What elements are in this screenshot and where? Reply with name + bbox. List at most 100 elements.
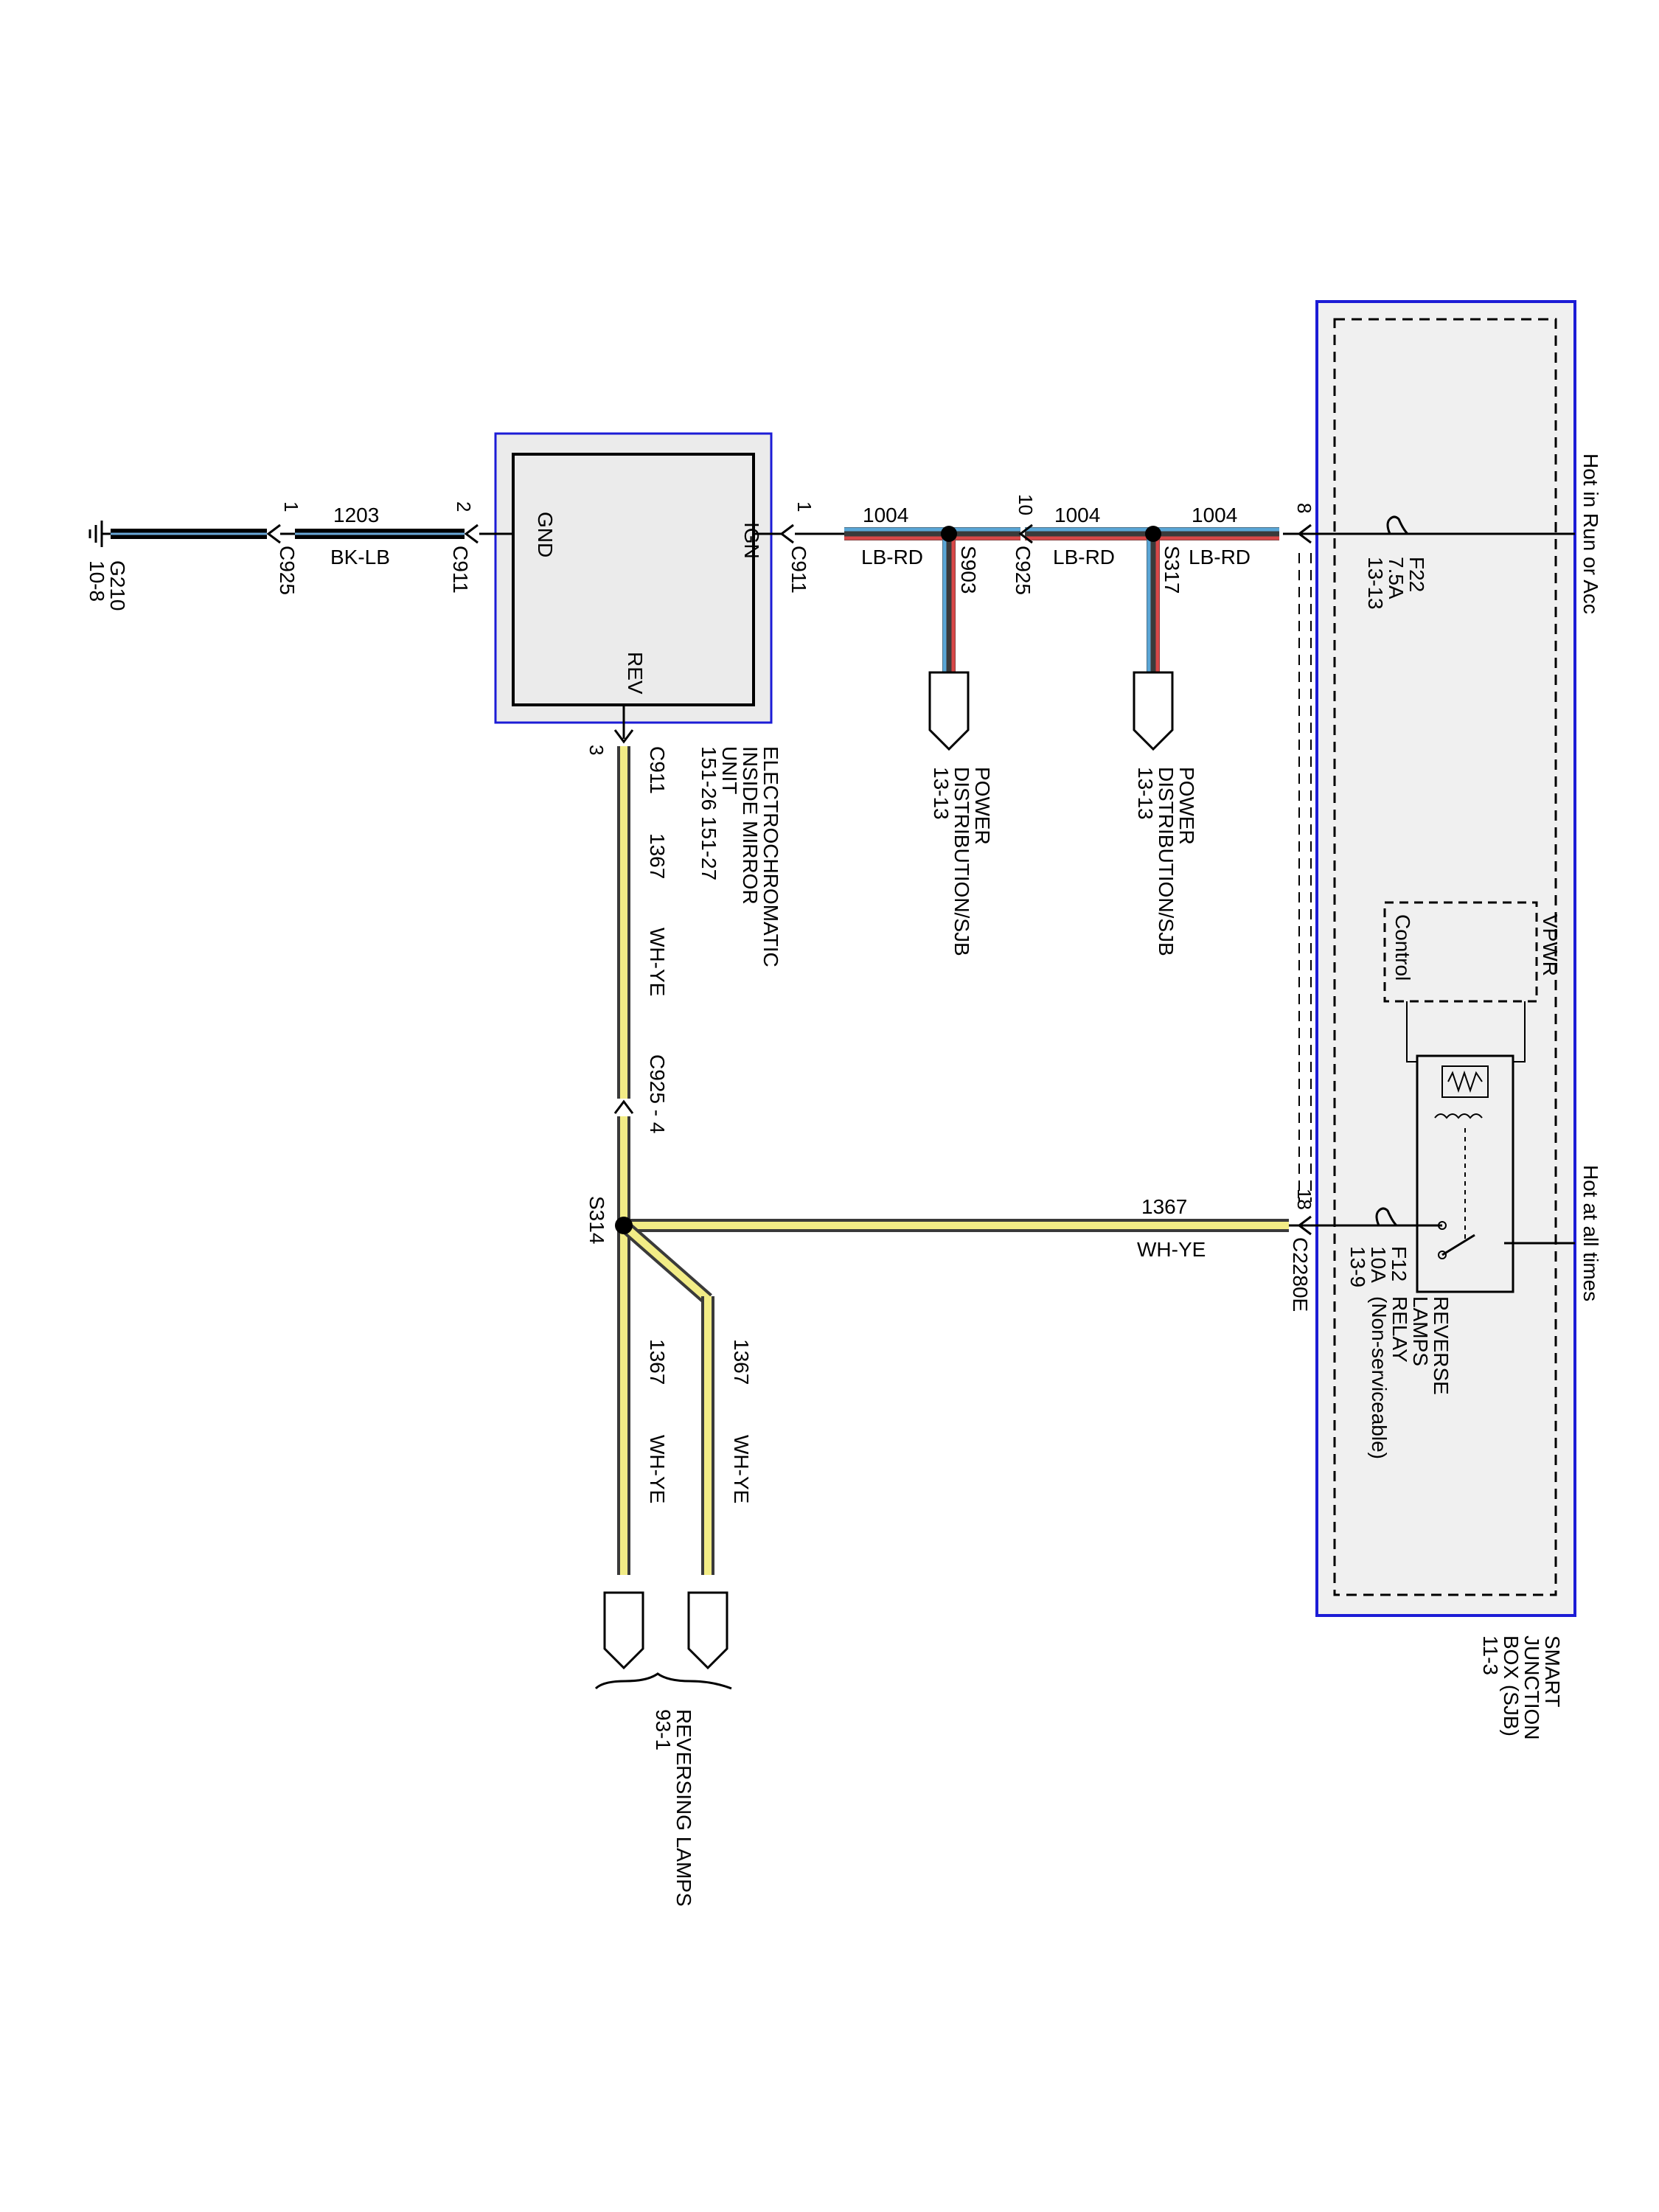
pwr-color-2: LB-RD bbox=[1053, 546, 1115, 568]
splice-s314-label: S314 bbox=[585, 1196, 608, 1244]
sjb-pin8-number: 8 bbox=[1293, 503, 1315, 513]
c2280e-pin: 18 bbox=[1293, 1189, 1315, 1210]
power-wire-lb-rd[interactable] bbox=[844, 527, 1279, 540]
splice-s317-label: S317 bbox=[1161, 546, 1183, 594]
sjb-connector-dashed-bracket bbox=[1298, 553, 1312, 1202]
c911-rev-label: C911 bbox=[646, 746, 669, 794]
sjb-inner-dashed bbox=[1333, 318, 1557, 1596]
mirror-name-1: ELECTROCHROMATIC bbox=[759, 746, 782, 967]
c911-gnd-label: C911 bbox=[449, 546, 472, 594]
fuse-f22-name: F22 bbox=[1405, 557, 1428, 592]
sjb-name-1: SMART bbox=[1541, 1635, 1564, 1708]
relay-body bbox=[1416, 1054, 1514, 1293]
power-dist-2-connector-icon bbox=[928, 671, 970, 751]
c925-rev-label: C925 - 4 bbox=[646, 1054, 669, 1133]
smart-junction-box[interactable] bbox=[1315, 300, 1576, 1617]
c911-rev-pin: 3 bbox=[585, 745, 608, 755]
pwr-circuit-1: 1004 bbox=[863, 504, 908, 526]
c2280e-connector-icon bbox=[1297, 1215, 1312, 1236]
relay-contact-common bbox=[1438, 1251, 1447, 1259]
rev-circuit-2: 1367 bbox=[1141, 1195, 1187, 1218]
hot-run-acc-label: Hot in Run or Acc bbox=[1579, 453, 1602, 614]
mirror-inner-box bbox=[512, 453, 755, 706]
pwr-circuit-2: 1004 bbox=[1054, 504, 1100, 526]
reversing-lamp-2-connector-icon bbox=[687, 1591, 728, 1670]
mirror-name-2: INSIDE MIRROR bbox=[739, 746, 762, 905]
rev-color-4: WH-YE bbox=[730, 1435, 753, 1503]
relay-vpwr-wire bbox=[1513, 1001, 1526, 1062]
relay-coil-winding-icon bbox=[1434, 1113, 1483, 1119]
c925-gnd-connector-icon bbox=[266, 524, 281, 544]
mirror-pin-gnd: GND bbox=[534, 512, 557, 557]
splice-s903-dot bbox=[941, 526, 957, 542]
reverse-lamps-relay[interactable]: VPWR Control REVERSE LAMPS RELAY (Non-se… bbox=[1368, 901, 1562, 1459]
fuse-f12-ref: 13-9 bbox=[1346, 1246, 1369, 1287]
gnd-circuit: 1203 bbox=[333, 504, 379, 526]
power-dist-1-line-3: 13-13 bbox=[1134, 767, 1157, 820]
pwr-circuit-3: 1004 bbox=[1192, 504, 1237, 526]
c925-gnd-label: C925 bbox=[276, 546, 299, 595]
relay-switch-arm bbox=[1441, 1234, 1475, 1256]
relay-name-1: REVERSE bbox=[1430, 1296, 1453, 1395]
relay-control-dashed-box bbox=[1383, 901, 1538, 1003]
c911-rev-connector-icon bbox=[613, 729, 634, 744]
reversing-lamp-1-connector-icon bbox=[603, 1591, 644, 1670]
splice-s317-dot bbox=[1145, 526, 1161, 542]
relay-coil-resistor-icon bbox=[1447, 1070, 1483, 1093]
fuse-f22-rating: 7.5A bbox=[1385, 557, 1408, 599]
fuse-f12-icon bbox=[1375, 1207, 1398, 1227]
gnd-color: BK-LB bbox=[330, 546, 390, 568]
rev-circuit-3: 1367 bbox=[646, 1339, 669, 1385]
splice-s903-branch[interactable] bbox=[941, 526, 957, 672]
relay-control-wire bbox=[1406, 1001, 1417, 1062]
c925-rev-connector-icon bbox=[613, 1099, 634, 1114]
sjb-outline bbox=[1315, 300, 1576, 1617]
c911-ign-pin: 1 bbox=[793, 501, 815, 512]
c911-gnd-pin: 2 bbox=[453, 501, 475, 512]
rev-color-2: WH-YE bbox=[1137, 1238, 1206, 1261]
hot-all-times-label: Hot at all times bbox=[1579, 1165, 1602, 1301]
splice-s903-label: S903 bbox=[957, 546, 980, 594]
rev-circuit-4: 1367 bbox=[730, 1339, 753, 1385]
mirror-pin-ign: IGN bbox=[740, 522, 763, 559]
sjb-name-2: JUNCTION bbox=[1520, 1635, 1543, 1740]
fuse-f12-name: F12 bbox=[1388, 1246, 1411, 1281]
c911-ign-connector-icon bbox=[779, 524, 794, 544]
rev-circuit-1: 1367 bbox=[646, 833, 669, 879]
relay-coil-box bbox=[1441, 1065, 1489, 1098]
c925-gnd-pin: 1 bbox=[280, 501, 302, 512]
reversing-lamps-brace-icon bbox=[594, 1672, 732, 1690]
relay-vpwr-label: VPWR bbox=[1539, 914, 1562, 976]
fuse-f22-ref: 13-13 bbox=[1364, 557, 1387, 610]
c911-ign-label: C911 bbox=[787, 546, 810, 594]
electrochromatic-mirror-unit[interactable] bbox=[494, 432, 773, 724]
fuse-f12-rating: 10A bbox=[1367, 1246, 1390, 1283]
c925-pwr-connector-icon bbox=[1018, 524, 1033, 544]
power-dist-2-line-3: 13-13 bbox=[930, 767, 953, 820]
relay-name-3: RELAY bbox=[1388, 1296, 1411, 1363]
sjb-name-4: 11-3 bbox=[1479, 1635, 1502, 1675]
mirror-name-4: 151-26 151-27 bbox=[698, 746, 720, 880]
relay-name-4: (Non-serviceable) bbox=[1368, 1296, 1391, 1459]
pwr-color-1: LB-RD bbox=[861, 546, 923, 568]
c911-gnd-connector-icon bbox=[464, 524, 479, 544]
power-dist-2-line-2: DISTRIBUTION/SJB bbox=[950, 767, 973, 956]
ground-g210-name: G210 bbox=[106, 560, 129, 611]
power-dist-1-connector-icon bbox=[1133, 671, 1174, 751]
c925-pwr-label: C925 bbox=[1012, 546, 1034, 595]
splice-s317-branch[interactable] bbox=[1145, 526, 1161, 672]
relay-control-label: Control bbox=[1391, 914, 1414, 981]
pwr-color-3: LB-RD bbox=[1189, 546, 1251, 568]
rev-color-1: WH-YE bbox=[646, 928, 669, 996]
c925-pwr-pin: 10 bbox=[1015, 494, 1037, 515]
reversing-lamps-ref: 93-1 bbox=[652, 1709, 675, 1750]
relay-name-2: LAMPS bbox=[1409, 1296, 1432, 1366]
power-dist-1-line-1: POWER bbox=[1175, 767, 1198, 845]
power-dist-2-line-1: POWER bbox=[971, 767, 994, 845]
splice-s314-dot bbox=[615, 1217, 633, 1234]
rev-color-3: WH-YE bbox=[646, 1435, 669, 1503]
mirror-name-3: UNIT bbox=[718, 746, 741, 794]
reversing-lamps-name: REVERSING LAMPS bbox=[672, 1709, 695, 1907]
sjb-name-3: BOX (SJB) bbox=[1500, 1635, 1523, 1736]
